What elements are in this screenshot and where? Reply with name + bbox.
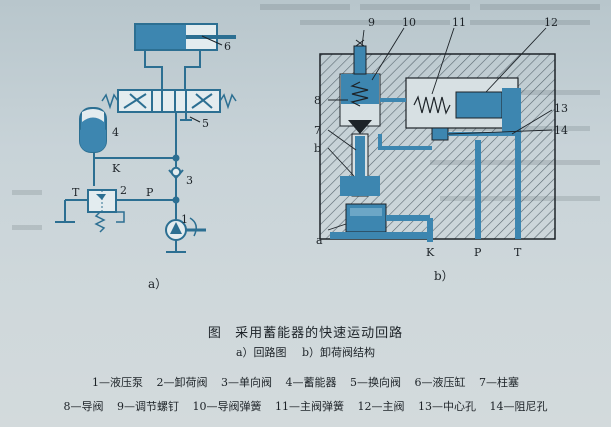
damping-orifice — [431, 127, 449, 141]
legend-item: 5—换向阀 — [350, 376, 401, 389]
callout-9: 9 — [368, 16, 375, 29]
legend-item: 12—主阀 — [357, 400, 405, 413]
valve-spring-left — [101, 93, 119, 110]
unloading-valve-spring — [94, 211, 106, 233]
callout-10: 10 — [402, 16, 416, 29]
callout-13: 13 — [554, 102, 568, 115]
callout-b: b — [314, 142, 321, 155]
main-spring — [413, 95, 451, 115]
port-label-t: T — [514, 246, 522, 259]
main-valve — [455, 91, 503, 119]
callout-14: 14 — [554, 124, 568, 137]
legend-item: 4—蓄能器 — [285, 376, 337, 389]
valve-arrow — [123, 93, 147, 109]
legend-item: 13—中心孔 — [418, 400, 476, 413]
legend-item: 3—单向阀 — [221, 376, 272, 389]
legend-item: 7—柱塞 — [479, 376, 519, 389]
valve-tank-port — [180, 112, 192, 121]
adjusting-screw — [353, 45, 367, 75]
panel-label-a: a） — [148, 277, 167, 291]
callout-8: 8 — [314, 94, 321, 107]
figure-subtitle: a）回路图 b）卸荷阀结构 — [0, 344, 611, 360]
callout-11: 11 — [452, 16, 466, 29]
pump-drive-arrow — [189, 217, 197, 237]
callout-2: 2 — [120, 184, 127, 197]
figure-title-text: 采用蓄能器的快速运动回路 — [235, 326, 404, 341]
callout-3: 3 — [186, 174, 193, 187]
legend-item: 8—导阀 — [63, 400, 104, 413]
label-t-line: T — [72, 186, 80, 199]
legend-item: 14—阻尼孔 — [489, 400, 548, 413]
pilot-spring — [350, 81, 369, 107]
cylinder-piston — [136, 25, 186, 49]
pipe-cyl-right — [184, 50, 201, 90]
callout-12: 12 — [544, 16, 558, 29]
label-p-line: P — [146, 186, 154, 199]
diagram-a-circuit — [55, 23, 237, 253]
callout-1: 1 — [181, 213, 188, 226]
callout-4: 4 — [112, 126, 119, 139]
label-k-line: K — [112, 162, 121, 175]
callout-5: 5 — [202, 117, 209, 130]
callout-6: 6 — [224, 40, 231, 53]
legend-item: 1—液压泵 — [92, 376, 143, 389]
valve-spring-right — [219, 93, 237, 110]
port-label-k: K — [426, 246, 435, 259]
unloading-valve — [87, 189, 117, 213]
callout-a: a — [316, 234, 323, 247]
callout-leader-5 — [189, 116, 201, 123]
callout-7: 7 — [314, 124, 321, 137]
legend-item: 2—卸荷阀 — [156, 376, 208, 389]
plunger — [355, 136, 365, 192]
subtitle-b: b）卸荷阀结构 — [302, 346, 376, 359]
legend-row-2: 8—导阀 9—调节螺钉 10—导阀弹簧 11—主阀弹簧 12—主阀 13—中心孔… — [0, 398, 611, 414]
pipe-cyl-left — [144, 50, 163, 90]
diagram-b-valve-section — [319, 27, 556, 242]
legend-row-1: 1—液压泵 2—卸荷阀 3—单向阀 4—蓄能器 5—换向阀 6—液压缸 7—柱塞 — [0, 374, 611, 390]
callout-leader-6 — [201, 35, 223, 46]
subtitle-a: a）回路图 — [235, 346, 287, 359]
port-label-p: P — [474, 246, 482, 259]
figure-title: 图 采用蓄能器的快速运动回路 — [0, 322, 611, 341]
legend-item: 10—导阀弹簧 — [192, 400, 262, 413]
figure-title-prefix: 图 — [207, 326, 222, 341]
legend-item: 6—液压缸 — [414, 376, 466, 389]
legend-item: 11—主阀弹簧 — [275, 400, 344, 413]
pilot-valve-cone — [348, 120, 372, 134]
panel-label-b: b） — [434, 269, 454, 283]
legend-item: 9—调节螺钉 — [117, 400, 179, 413]
